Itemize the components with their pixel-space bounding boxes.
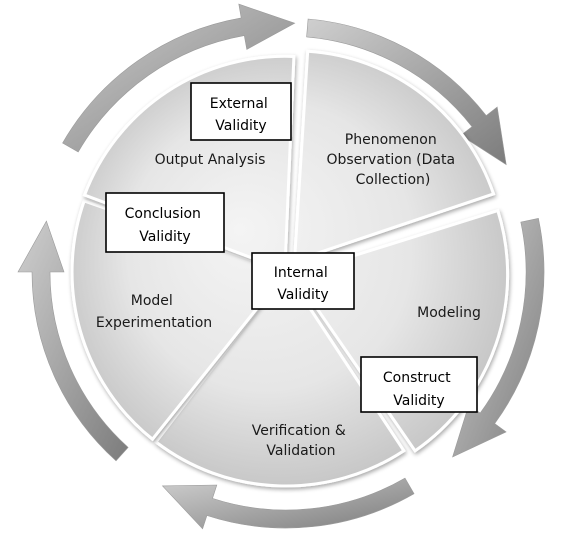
segment-model-experimentation <box>70 198 289 442</box>
external-validity-box: External Validity <box>190 82 292 141</box>
arrow-to-modeling <box>306 18 507 166</box>
phenomenon-observation-label: Phenomenon Observation (Data Collection) <box>326 132 459 188</box>
output-analysis-label: Output Analysis <box>155 152 266 168</box>
arrow-to-phenomenon <box>62 3 296 153</box>
external-validity-line2: Validity <box>215 118 266 134</box>
svg-text:External Validity: External Validity <box>210 96 273 134</box>
arrow-to-verification <box>452 218 545 458</box>
modeling-label: Modeling <box>417 305 481 321</box>
construct-validity-line1: Construct <box>383 370 451 386</box>
model-experimentation-label: Model Experimentation <box>96 293 212 331</box>
segment-phenomenon-observation <box>292 49 496 264</box>
conclusion-validity-box: Conclusion Validity <box>105 192 225 253</box>
conclusion-validity-line1: Conclusion <box>125 206 201 222</box>
construct-validity-line2: Validity <box>393 393 444 409</box>
internal-validity-line1: Internal <box>274 265 328 281</box>
segment-verification-validation <box>153 269 406 488</box>
verification-validation-label: Verification & Validation <box>252 423 350 459</box>
arrow-to-experiment <box>161 477 415 530</box>
svg-text:Construct Validity: Construct Validity <box>383 370 455 409</box>
construct-validity-box: Construct Validity <box>360 356 478 413</box>
internal-validity-line2: Validity <box>277 287 328 303</box>
arrow-to-output <box>17 220 129 462</box>
svg-text:Conclusion Validity: Conclusion Validity <box>125 206 206 245</box>
conclusion-validity-line2: Validity <box>139 229 190 245</box>
svg-text:Internal Validity: Internal Validity <box>274 265 332 303</box>
external-validity-line1: External <box>210 96 268 112</box>
cycle-arrows <box>17 3 545 530</box>
internal-validity-box: Internal Validity <box>251 252 355 310</box>
